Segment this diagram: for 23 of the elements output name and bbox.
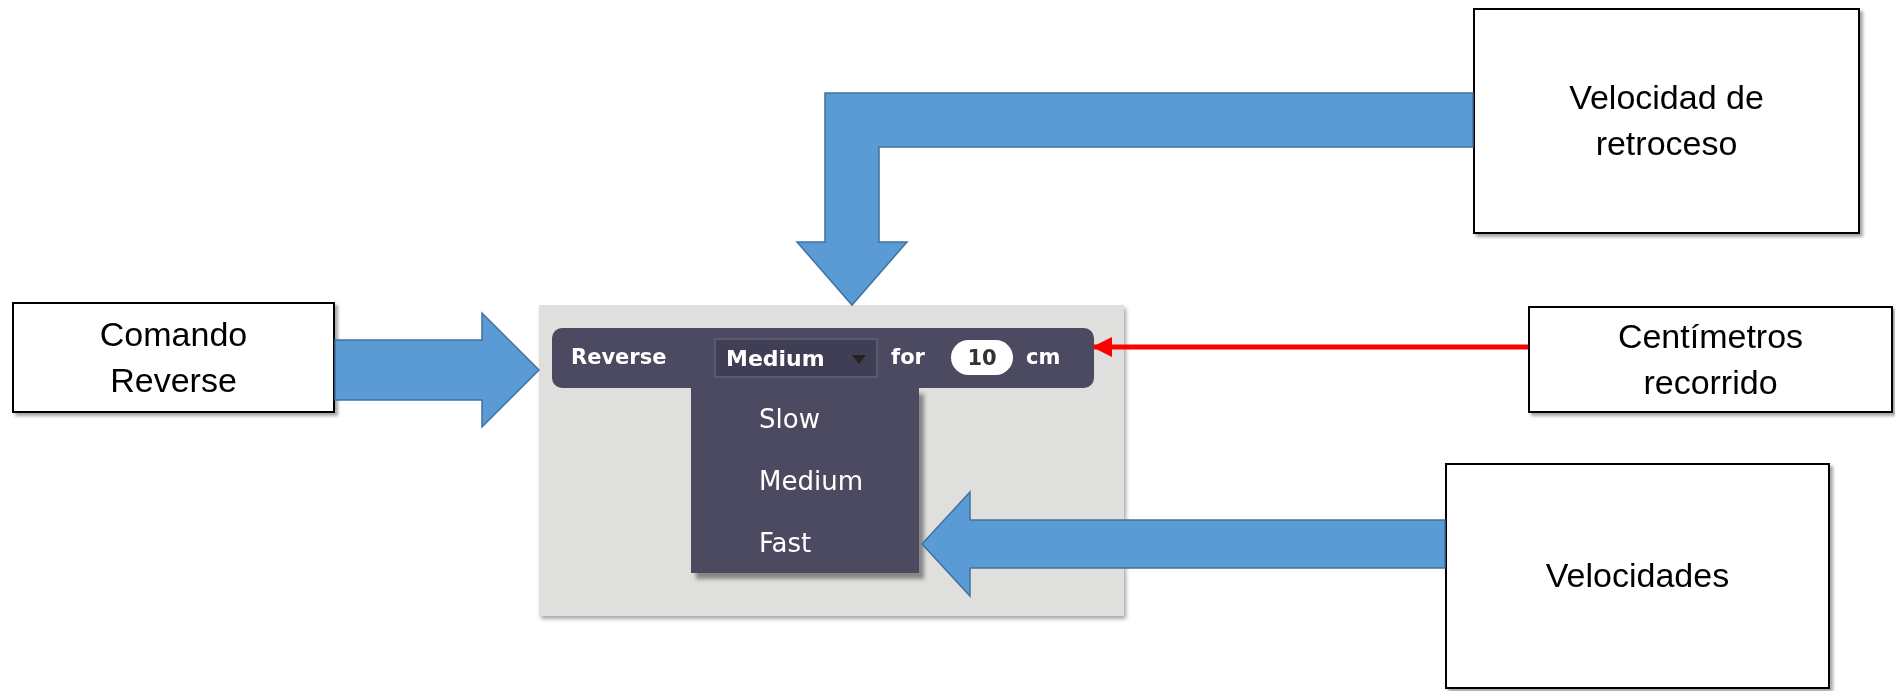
box-label: Comando Reverse [98, 313, 249, 401]
arrow [1092, 337, 1528, 357]
menu-option: Fast [759, 528, 812, 558]
label-box [1528, 306, 1893, 413]
menu-option: Medium [759, 466, 863, 496]
dropdown-value: Medium [726, 346, 825, 371]
block-label: Reverse [571, 345, 667, 369]
block-arrow [920, 490, 1446, 598]
dropdown-field [714, 338, 878, 378]
menu-option: Slow [759, 404, 820, 434]
box-label: Velocidades [1545, 555, 1730, 597]
label-box [1445, 463, 1830, 689]
block-arrow [795, 92, 1474, 307]
block-label: cm [1026, 345, 1061, 369]
label-box [12, 302, 335, 413]
box-label: Centímetros recorrido [1616, 315, 1805, 403]
dropdown-menu [691, 388, 919, 573]
label-box [1473, 8, 1860, 234]
block-label: for [891, 345, 925, 369]
box-label: Velocidad de retroceso [1568, 77, 1765, 164]
command-block [552, 328, 1094, 388]
number-field: 10 [951, 340, 1013, 375]
block-arrow [334, 311, 541, 429]
